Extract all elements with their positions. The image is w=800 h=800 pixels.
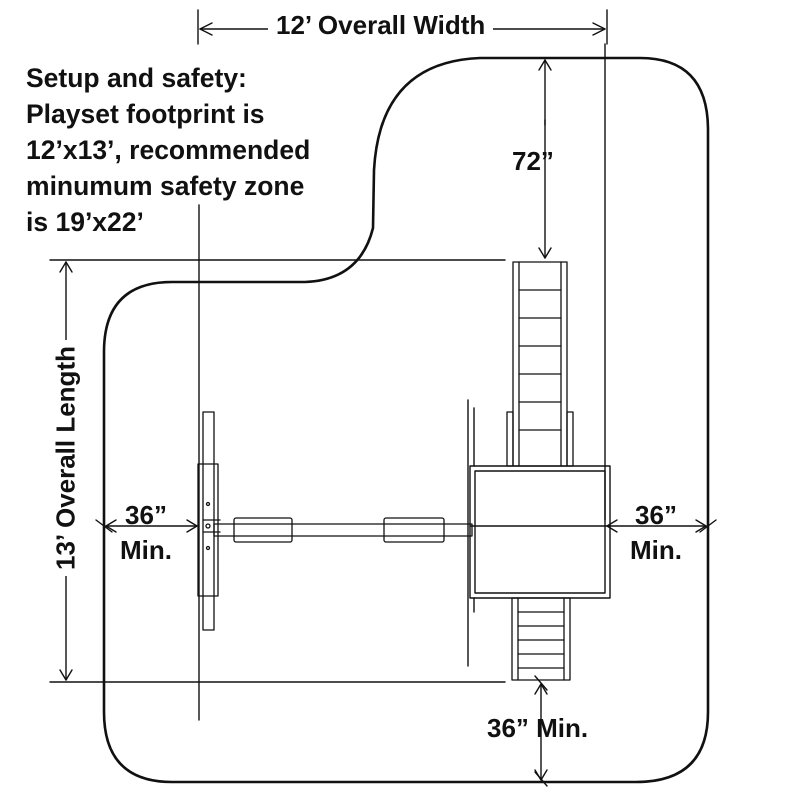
overall-length-dimension <box>49 259 506 683</box>
right-clearance-label: 36” Min. <box>630 498 682 568</box>
right-clearance-value: 36” <box>635 500 677 530</box>
left-clearance-suffix: Min. <box>120 535 172 565</box>
left-clearance-label: 36” Min. <box>120 498 172 568</box>
safety-note-line: minumum safety zone <box>26 171 305 201</box>
left-clearance-value: 36” <box>125 500 167 530</box>
ladder-clearance-label: 72” <box>512 146 554 176</box>
safety-note-line: Playset footprint is <box>26 99 265 129</box>
ladder <box>511 597 571 681</box>
safety-note-line: Setup and safety: <box>26 63 247 93</box>
overall-width-label: 12’ Overall Width <box>268 10 494 41</box>
slide <box>506 261 574 467</box>
bottom-clearance-label: 36” Min. <box>487 713 589 743</box>
safety-note: Setup and safety: Playset footprint is 1… <box>26 60 310 240</box>
bottom-clearance-dimension <box>534 675 548 787</box>
left-clearance-dimension <box>95 204 200 721</box>
swing-aframe <box>197 411 221 631</box>
safety-note-line: 12’x13’, recommended <box>26 135 311 165</box>
right-clearance-dimension <box>604 43 717 533</box>
right-clearance-suffix: Min. <box>630 535 682 565</box>
ladder-clearance-dimension <box>529 57 561 259</box>
swing-beam <box>213 517 473 543</box>
safety-note-line: is 19’x22’ <box>26 207 144 237</box>
overall-length-label: 13’ Overall Length <box>50 340 82 576</box>
safety-zone-outline <box>102 56 710 784</box>
